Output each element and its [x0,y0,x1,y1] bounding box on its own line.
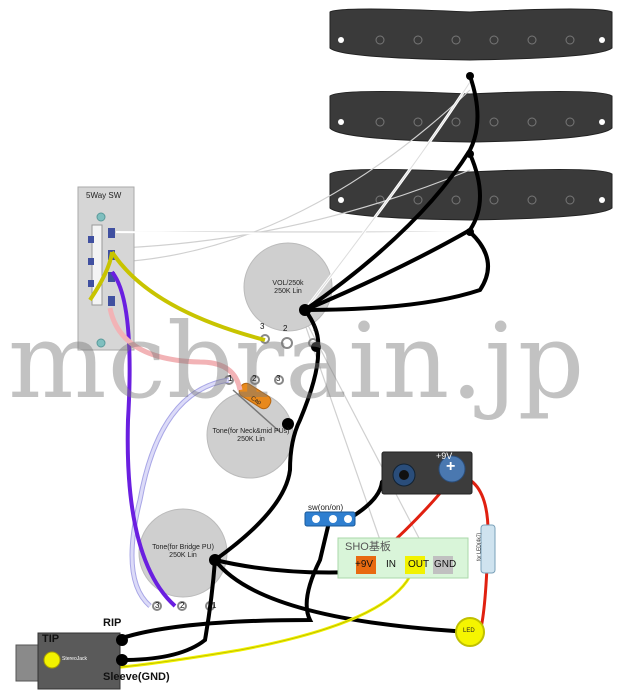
battery-plus-label: +9V [436,451,453,461]
tone2-pin-2: 2 [180,601,185,610]
led[interactable] [455,617,485,647]
tone2-pin-1: 1 [212,601,217,610]
plus-icon: + [446,458,456,475]
watermark: mcbrain.jp [8,300,586,422]
led-label: LED [463,628,475,634]
stereo-jack[interactable] [15,632,128,690]
volume-pot-title: VOL/250k [272,280,304,287]
tone1-pin-1: 1 [228,374,233,383]
jack-ring-label: RIP [103,617,122,629]
pink-wire [107,307,243,391]
resistor [480,524,496,574]
tone2-pin-3: 3 [155,601,160,610]
switch-output-wire-2 [88,251,114,302]
sho-board[interactable] [337,537,469,579]
tone-bridge-label: Tone(for Bridge PU) 250K Lin [145,544,221,560]
tone-neck-mid-label: Tone(for Neck&mid PUs) 250K Lin [205,428,297,444]
tone-neck-mid-title: Tone(for Neck&mid PUs) [212,428,290,435]
switch-label: 5Way SW [86,191,122,200]
purple-wire [110,270,177,608]
board-pin-out: OUT [408,559,430,570]
toggle-switch[interactable] [304,511,356,527]
switch-output-wire [110,250,266,342]
board-pin-9v: +9V [355,559,374,570]
vol-pin-2: 2 [283,324,288,333]
tone-bridge-title: Tone(for Bridge PU) [152,544,214,551]
black-wires [121,75,490,662]
vol-pin-3: 3 [260,322,265,331]
volume-pot-value: 250K Lin [274,288,302,296]
bridge-pickup [329,168,613,221]
neck-pickup [329,8,613,61]
board-pin-in: IN [386,559,396,570]
solder-joints [209,72,474,566]
jack-sleeve-label: Sleeve(GND) [103,671,170,683]
jack-name-label: StereoJack [62,656,88,662]
white-neck-wire-edge [304,81,471,311]
tone1-pin-3: 3 [276,374,281,383]
board-pin-gnd: GND [434,559,457,570]
middle-pickup [329,90,613,143]
toggle-label: sw(on/on) [308,503,344,512]
volume-pot-label: VOL/250k 250K Lin [250,280,326,296]
resistor-label: for LED(4k7) [476,532,483,562]
switch-neck-wire [115,231,471,235]
battery-9v[interactable] [381,451,473,495]
vol-pin-1: 1 [313,324,318,333]
tone-bridge-pot[interactable] [138,508,228,611]
tone-bridge-value: 250K Lin [169,552,197,560]
tone-lavender-wire-inner [130,378,230,608]
tone-neck-mid-value: 250K Lin [237,436,265,444]
jack-tip-label: TIP [42,633,60,645]
board-title: SHO基板 [345,541,391,553]
tone1-pin-2: 2 [252,374,257,383]
